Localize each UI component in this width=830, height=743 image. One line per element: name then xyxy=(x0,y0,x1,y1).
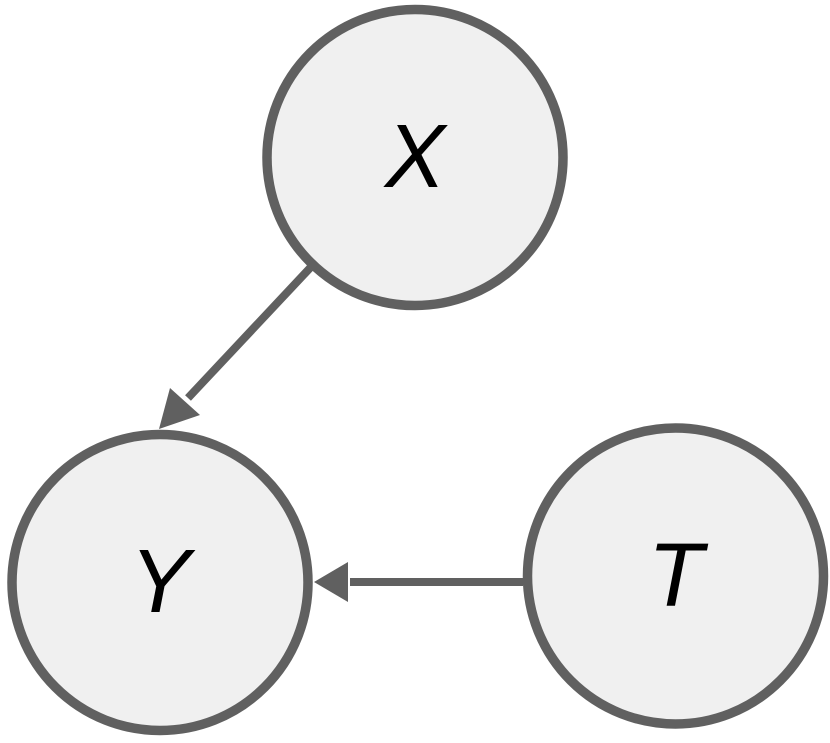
node-t: T xyxy=(522,423,829,729)
node-t-circle xyxy=(522,423,829,729)
node-y-label: Y xyxy=(130,532,196,632)
edge-x-to-y xyxy=(159,265,313,429)
node-x-label: X xyxy=(383,107,448,207)
node-y-circle xyxy=(7,429,313,736)
edge-t-to-y xyxy=(314,562,523,602)
node-x: X xyxy=(262,4,568,311)
edge-x-to-y-line xyxy=(185,265,313,401)
edge-x-to-y-arrowhead-icon xyxy=(159,388,200,429)
node-x-circle xyxy=(262,4,568,311)
edge-t-to-y-arrowhead-icon xyxy=(314,562,348,602)
node-t-label: T xyxy=(648,526,709,626)
node-y: Y xyxy=(7,429,313,736)
